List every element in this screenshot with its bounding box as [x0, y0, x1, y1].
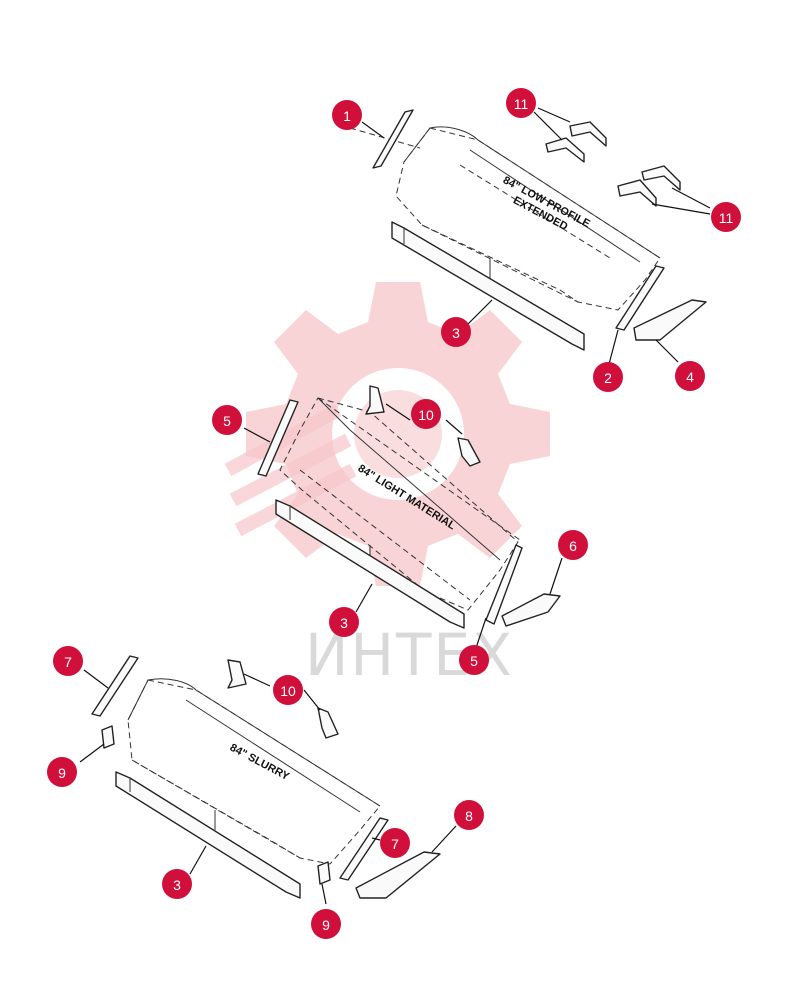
- part-3-cutting-edge-bottom: [115, 771, 301, 899]
- callout-marker-icon: [675, 361, 705, 391]
- part-7-left-side-plate: [91, 655, 139, 717]
- bucket-middle-assembly: 84" LIGHT MATERIAL: [257, 385, 561, 629]
- part-9-wear-pad-right: [317, 861, 331, 885]
- part-10-clip-a: [365, 385, 385, 415]
- callout-number: 3: [340, 615, 348, 631]
- callout-7: 7: [380, 828, 410, 858]
- part-8-wear-bar: [355, 851, 441, 899]
- part-6-wear-bar: [501, 593, 561, 627]
- callout-marker-icon: [441, 317, 471, 347]
- callout-1: 1: [332, 100, 362, 130]
- callout-number: 11: [514, 96, 529, 112]
- part-9-wear-pad-left: [101, 725, 115, 749]
- callout-number: 6: [569, 538, 577, 554]
- callout-number: 3: [452, 325, 460, 341]
- callout-marker-icon: [711, 202, 741, 232]
- callout-number: 9: [322, 917, 330, 933]
- callout-marker-icon: [329, 607, 359, 637]
- callout-number: 4: [686, 369, 694, 385]
- callout-marker-icon: [593, 362, 623, 392]
- callout-5: 5: [459, 645, 489, 675]
- callout-number: 1: [343, 108, 351, 124]
- callout-11: 11: [506, 88, 536, 118]
- callout-5: 5: [212, 405, 242, 435]
- callout-3: 3: [162, 869, 192, 899]
- callout-3: 3: [441, 317, 471, 347]
- bucket-top-label: 84" LOW PROFILE EXTENDED: [501, 174, 592, 233]
- callout-9: 9: [311, 909, 341, 939]
- bucket-top-body: [349, 126, 661, 311]
- callout-marker-icon: [459, 645, 489, 675]
- callout-number: 3: [173, 877, 181, 893]
- callout-10: 10: [411, 399, 441, 429]
- callout-number: 2: [604, 370, 612, 386]
- callout-number: 7: [391, 836, 399, 852]
- callout-number: 5: [223, 413, 231, 429]
- callout-7: 7: [53, 646, 83, 676]
- callout-marker-icon: [53, 646, 83, 676]
- callout-number: 11: [719, 210, 734, 226]
- part-4-wear-bar: [633, 299, 707, 341]
- part-11-clip-d: [617, 179, 657, 207]
- callout-marker-icon: [558, 530, 588, 560]
- part-11-clip-b: [545, 137, 585, 163]
- callout-marker-icon: [162, 869, 192, 899]
- callout-marker-icon: [454, 800, 484, 830]
- callout-number: 5: [470, 653, 478, 669]
- callout-marker-icon: [212, 405, 242, 435]
- part-2-right-side-plate: [615, 265, 665, 331]
- callout-8: 8: [454, 800, 484, 830]
- callout-2: 2: [593, 362, 623, 392]
- callout-marker-icon: [411, 399, 441, 429]
- part-10-clip-b: [457, 437, 481, 467]
- callout-number: 7: [64, 654, 72, 670]
- bucket-bottom-body: [127, 678, 381, 865]
- part-10-clip-d: [317, 707, 339, 739]
- callout-number: 10: [280, 683, 296, 699]
- callout-marker-icon: [311, 909, 341, 939]
- callout-marker-icon: [380, 828, 410, 858]
- part-10-clip-c: [227, 659, 247, 689]
- callout-marker-icon: [506, 88, 536, 118]
- callout-number: 10: [418, 407, 434, 423]
- callout-6: 6: [558, 530, 588, 560]
- callout-marker-icon: [273, 675, 303, 705]
- part-11-clip-a: [569, 121, 607, 147]
- callout-9: 9: [47, 757, 77, 787]
- part-11-clip-c: [641, 165, 681, 191]
- callout-11: 11: [711, 202, 741, 232]
- callout-marker-icon: [47, 757, 77, 787]
- callout-marker-icon: [332, 100, 362, 130]
- callout-number: 9: [58, 765, 66, 781]
- callout-3: 3: [329, 607, 359, 637]
- part-1-left-side-plate: [372, 109, 414, 169]
- callout-4: 4: [675, 361, 705, 391]
- leader-lines: [79, 107, 711, 905]
- part-7-right-side-plate: [339, 817, 389, 881]
- callout-10: 10: [273, 675, 303, 705]
- part-5-right-side-plate: [485, 544, 523, 625]
- callout-number: 8: [465, 808, 473, 824]
- bucket-bottom-assembly: 84" SLURRY: [91, 655, 441, 899]
- part-5-left-side-plate: [257, 399, 299, 477]
